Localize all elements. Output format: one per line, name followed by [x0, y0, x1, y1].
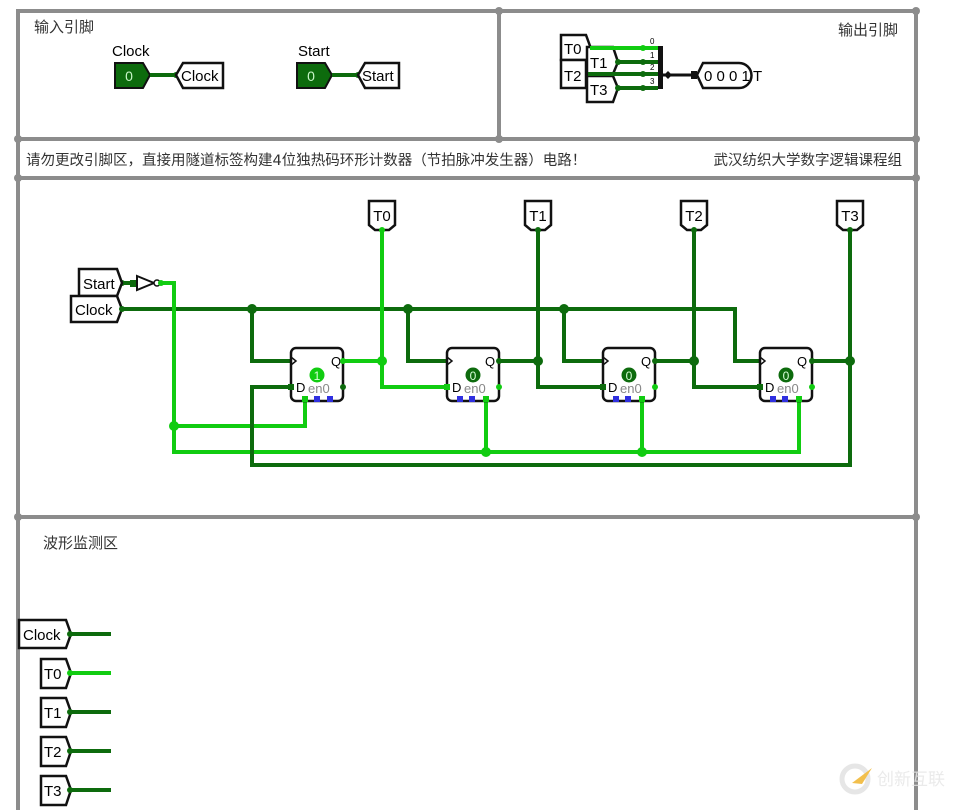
probe-t3: T3 — [39, 774, 111, 807]
tunnel-out-t1-label: T1 — [590, 55, 608, 72]
pin-start-value: 0 — [307, 68, 315, 84]
circuit-tunnel-t3: T3 — [835, 199, 865, 233]
tunnel-out-t3-label: T3 — [590, 82, 608, 99]
ff0-en-label: en0 — [308, 381, 330, 396]
probe-t2: T2 — [39, 735, 111, 768]
pin-label-start: Start — [298, 43, 331, 60]
circuit-tunnel-t0: T0 — [367, 199, 397, 233]
circuit-tunnel-t3-label: T3 — [841, 208, 859, 225]
circuit-tunnel-t1: T1 — [523, 199, 553, 233]
waveform-title: 波形监测区 — [43, 534, 118, 552]
circuit-tunnel-t0-label: T0 — [373, 208, 391, 225]
d-flipflop-3[interactable]: Q 0 D en0 — [757, 346, 815, 403]
ff3-q-label: Q — [797, 354, 807, 369]
probe-clock-label: Clock — [23, 627, 61, 644]
ff1-q-label: Q — [485, 354, 495, 369]
input-pin-start[interactable]: Start 0 Start — [296, 43, 401, 90]
probe-t1: T1 — [39, 696, 111, 729]
ff0-state: 1 — [314, 369, 321, 383]
bit-index-3: 3 — [650, 77, 655, 86]
circuit-wires — [119, 230, 855, 467]
input-pins-title: 输入引脚 — [34, 18, 94, 36]
ff3-d-label: D — [765, 380, 774, 395]
pin-clock-toggle[interactable] — [114, 62, 152, 89]
ff1-en-label: en0 — [464, 381, 486, 396]
ff2-en-label: en0 — [620, 381, 642, 396]
probe-t2-label: T2 — [44, 744, 62, 761]
bit-index-2: 2 — [650, 63, 655, 72]
pin-clock-value: 0 — [125, 68, 133, 84]
circuit-tunnel-start: Start — [77, 267, 124, 298]
splitter-bar — [658, 46, 663, 89]
output-pins-title: 输出引脚 — [838, 21, 898, 39]
watermark: 创新互联 — [839, 763, 945, 795]
circuit-tunnel-clock-label: Clock — [75, 302, 113, 319]
output-pin-label: T — [753, 68, 762, 85]
section-frames — [14, 7, 920, 810]
probe-t0: T0 — [39, 657, 111, 690]
d-flipflop-1[interactable]: Q 0 D en0 — [444, 346, 502, 403]
output-splitter-group: T0 T2 T1 T3 0 1 2 3 0 0 0 1 T — [559, 33, 762, 104]
tunnel-clock — [174, 61, 225, 90]
tunnel-start — [356, 61, 401, 90]
circuit-tunnel-t2: T2 — [679, 199, 709, 233]
pin-label-clock: Clock — [112, 43, 150, 60]
ff3-en-label: en0 — [777, 381, 799, 396]
probe-t3-label: T3 — [44, 783, 62, 800]
ff2-state: 0 — [626, 369, 633, 383]
ff3-state: 0 — [783, 369, 790, 383]
tunnel-clock-label: Clock — [181, 68, 219, 85]
circuit-tunnel-start-label: Start — [83, 276, 116, 293]
probe-t0-label: T0 — [44, 666, 62, 683]
ff0-q-label: Q — [331, 354, 341, 369]
ff2-d-label: D — [608, 380, 617, 395]
watermark-text: 创新互联 — [877, 770, 945, 790]
bit-index-0: 0 — [650, 37, 655, 46]
instruction-text: 请勿更改引脚区，直接用隧道标签构建4位独热码环形计数器（节拍脉冲发生器）电路！ — [26, 152, 586, 169]
input-pin-clock[interactable]: Clock 0 Clock — [112, 43, 225, 90]
d-flipflop-0[interactable]: Q 1 D en0 — [288, 346, 346, 403]
tunnel-start-label: Start — [362, 68, 395, 85]
probe-t1-label: T1 — [44, 705, 62, 722]
circuit-tunnel-clock: Clock — [69, 294, 125, 324]
instruction-frame — [16, 137, 918, 180]
probe-clock: Clock — [17, 618, 111, 650]
circuit-tunnel-t2-label: T2 — [685, 208, 703, 225]
circuit-area-frame — [16, 178, 918, 519]
output-pin-t — [695, 61, 753, 90]
tunnel-out-t0-label: T0 — [564, 41, 582, 58]
ff0-d-label: D — [296, 380, 305, 395]
ff1-d-label: D — [452, 380, 461, 395]
ff2-q-label: Q — [641, 354, 651, 369]
d-flipflop-2[interactable]: Q 0 D en0 — [600, 346, 658, 403]
circuit-tunnel-t1-label: T1 — [529, 208, 547, 225]
ff1-state: 0 — [470, 369, 477, 383]
waveform-area-frame — [16, 517, 918, 810]
pin-start-toggle[interactable] — [296, 62, 334, 89]
output-pin-value: 0 0 0 1 — [704, 68, 750, 85]
author-text: 武汉纺织大学数字逻辑课程组 — [714, 152, 903, 169]
tunnel-out-t2-label: T2 — [564, 68, 582, 85]
watermark-logo-icon — [839, 763, 871, 795]
bit-index-1: 1 — [650, 51, 655, 60]
